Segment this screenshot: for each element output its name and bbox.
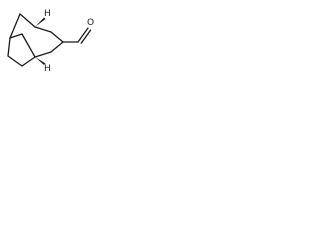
chemical-structure: H H O xyxy=(7,9,94,72)
bond-c1-c6 xyxy=(9,13,21,39)
bond-c3-c4 xyxy=(21,56,36,67)
hydrogen-label-top: H xyxy=(44,9,51,19)
wedge-lower-h xyxy=(35,57,46,65)
wedge-upper-h xyxy=(35,17,46,27)
bond-bridge-a xyxy=(9,33,23,39)
bond-c8-c9 xyxy=(50,41,64,53)
hydrogen-label-bottom: H xyxy=(44,64,51,72)
oxygen-label: O xyxy=(87,18,94,28)
bond-bridge-b xyxy=(21,33,36,58)
bond-c4-c8 xyxy=(34,51,52,58)
bond-cho-o-double xyxy=(80,29,92,44)
bond-c1-c2 xyxy=(7,37,11,57)
bond-cho-o xyxy=(77,27,89,43)
bond-c5-c7 xyxy=(34,26,52,33)
bond-c7-c9 xyxy=(50,31,64,43)
bond-c6-c5 xyxy=(19,13,36,28)
bond-c2-c3 xyxy=(7,55,23,67)
